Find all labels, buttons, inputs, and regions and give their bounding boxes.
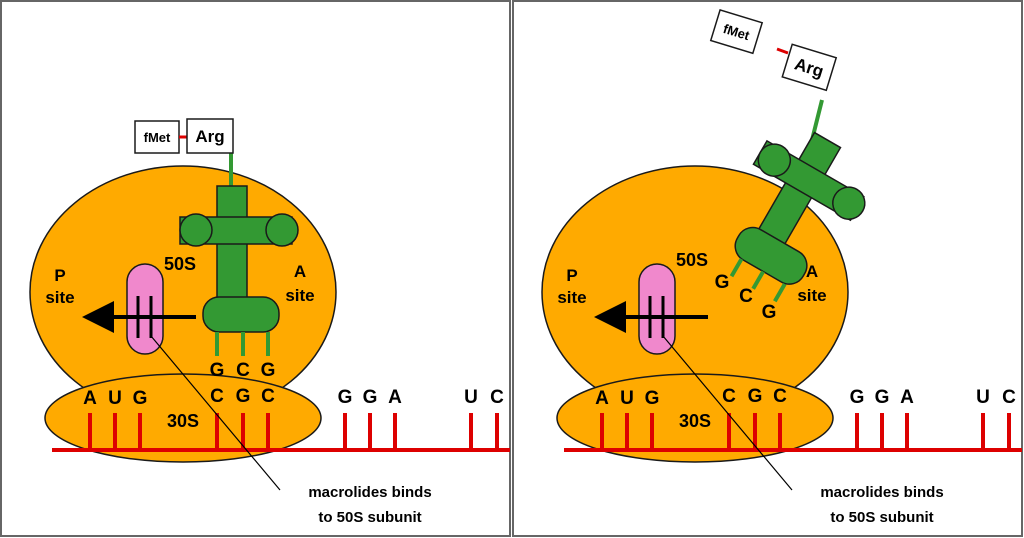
large-subunit-label: 50S bbox=[676, 250, 708, 270]
annotation-text: to 50S subunit bbox=[830, 509, 933, 526]
a-site-label: site bbox=[797, 286, 826, 305]
large-subunit-label: 50S bbox=[164, 254, 196, 274]
annotation-text: macrolides binds bbox=[820, 484, 943, 501]
trna: G C G bbox=[179, 152, 299, 381]
mrna-base: C bbox=[261, 386, 275, 407]
mrna-base: C bbox=[490, 387, 504, 408]
mrna-base: C bbox=[210, 386, 224, 407]
small-subunit-label: 30S bbox=[167, 411, 199, 431]
mrna-base: G bbox=[236, 386, 251, 407]
macrolide-molecule bbox=[126, 263, 164, 355]
mrna-ticks bbox=[88, 413, 499, 450]
mrna-base: U bbox=[976, 387, 990, 408]
annotation-leader-line bbox=[150, 335, 281, 491]
anticodon-base: G bbox=[715, 272, 730, 293]
panel-2: A U G C G C G G A U C bbox=[512, 0, 1023, 537]
p-site-label: site bbox=[45, 288, 74, 307]
mrna-base: A bbox=[595, 388, 609, 409]
mrna-base: G bbox=[645, 388, 660, 409]
a-site-label: A bbox=[806, 262, 818, 281]
mrna-base: U bbox=[620, 388, 634, 409]
mrna-bases: A U G C G C G G A U C bbox=[83, 386, 504, 409]
p-site-label: P bbox=[566, 266, 577, 285]
mrna-base: G bbox=[875, 387, 890, 408]
peptide-bond bbox=[776, 47, 789, 55]
annotation-text: to 50S subunit bbox=[318, 509, 421, 526]
mrna-base: U bbox=[464, 387, 478, 408]
small-subunit-label: 30S bbox=[679, 411, 711, 431]
mrna-base: C bbox=[773, 386, 787, 407]
annotation-leader-line bbox=[662, 335, 793, 491]
mrna-base: G bbox=[748, 386, 763, 407]
panel-1: A U G C G C G G A U C G bbox=[0, 0, 511, 537]
p-site-label: site bbox=[557, 288, 586, 307]
mrna-ticks bbox=[600, 413, 1011, 450]
macrolide-molecule bbox=[638, 263, 676, 355]
anticodon-base: G bbox=[210, 360, 225, 381]
anticodon-base: C bbox=[236, 360, 250, 381]
mrna-base: G bbox=[850, 387, 865, 408]
anticodon-base: G bbox=[762, 302, 777, 323]
anticodon-base: C bbox=[739, 286, 753, 307]
amino-acid-fmet: fMet bbox=[144, 130, 171, 145]
mrna-base: A bbox=[900, 387, 914, 408]
mrna-base: G bbox=[363, 387, 378, 408]
mrna-base: U bbox=[108, 388, 122, 409]
mrna-base: A bbox=[388, 387, 402, 408]
annotation-text: macrolides binds bbox=[308, 484, 431, 501]
a-site-label: A bbox=[294, 262, 306, 281]
p-site-label: P bbox=[54, 266, 65, 285]
mrna-base: C bbox=[722, 386, 736, 407]
mrna-base: G bbox=[133, 388, 148, 409]
anticodon-base: G bbox=[261, 360, 276, 381]
mrna-base: G bbox=[338, 387, 353, 408]
mrna-base: C bbox=[1002, 387, 1016, 408]
amino-acid-arg: Arg bbox=[195, 127, 224, 146]
mrna-bases: A U G C G C G G A U C bbox=[595, 386, 1016, 409]
peptide-chain: fMet Arg bbox=[134, 118, 234, 154]
peptide-chain: fMet Arg bbox=[709, 8, 838, 92]
trna-departing: G C G bbox=[715, 99, 866, 323]
mrna-base: A bbox=[83, 388, 97, 409]
a-site-label: site bbox=[285, 286, 314, 305]
